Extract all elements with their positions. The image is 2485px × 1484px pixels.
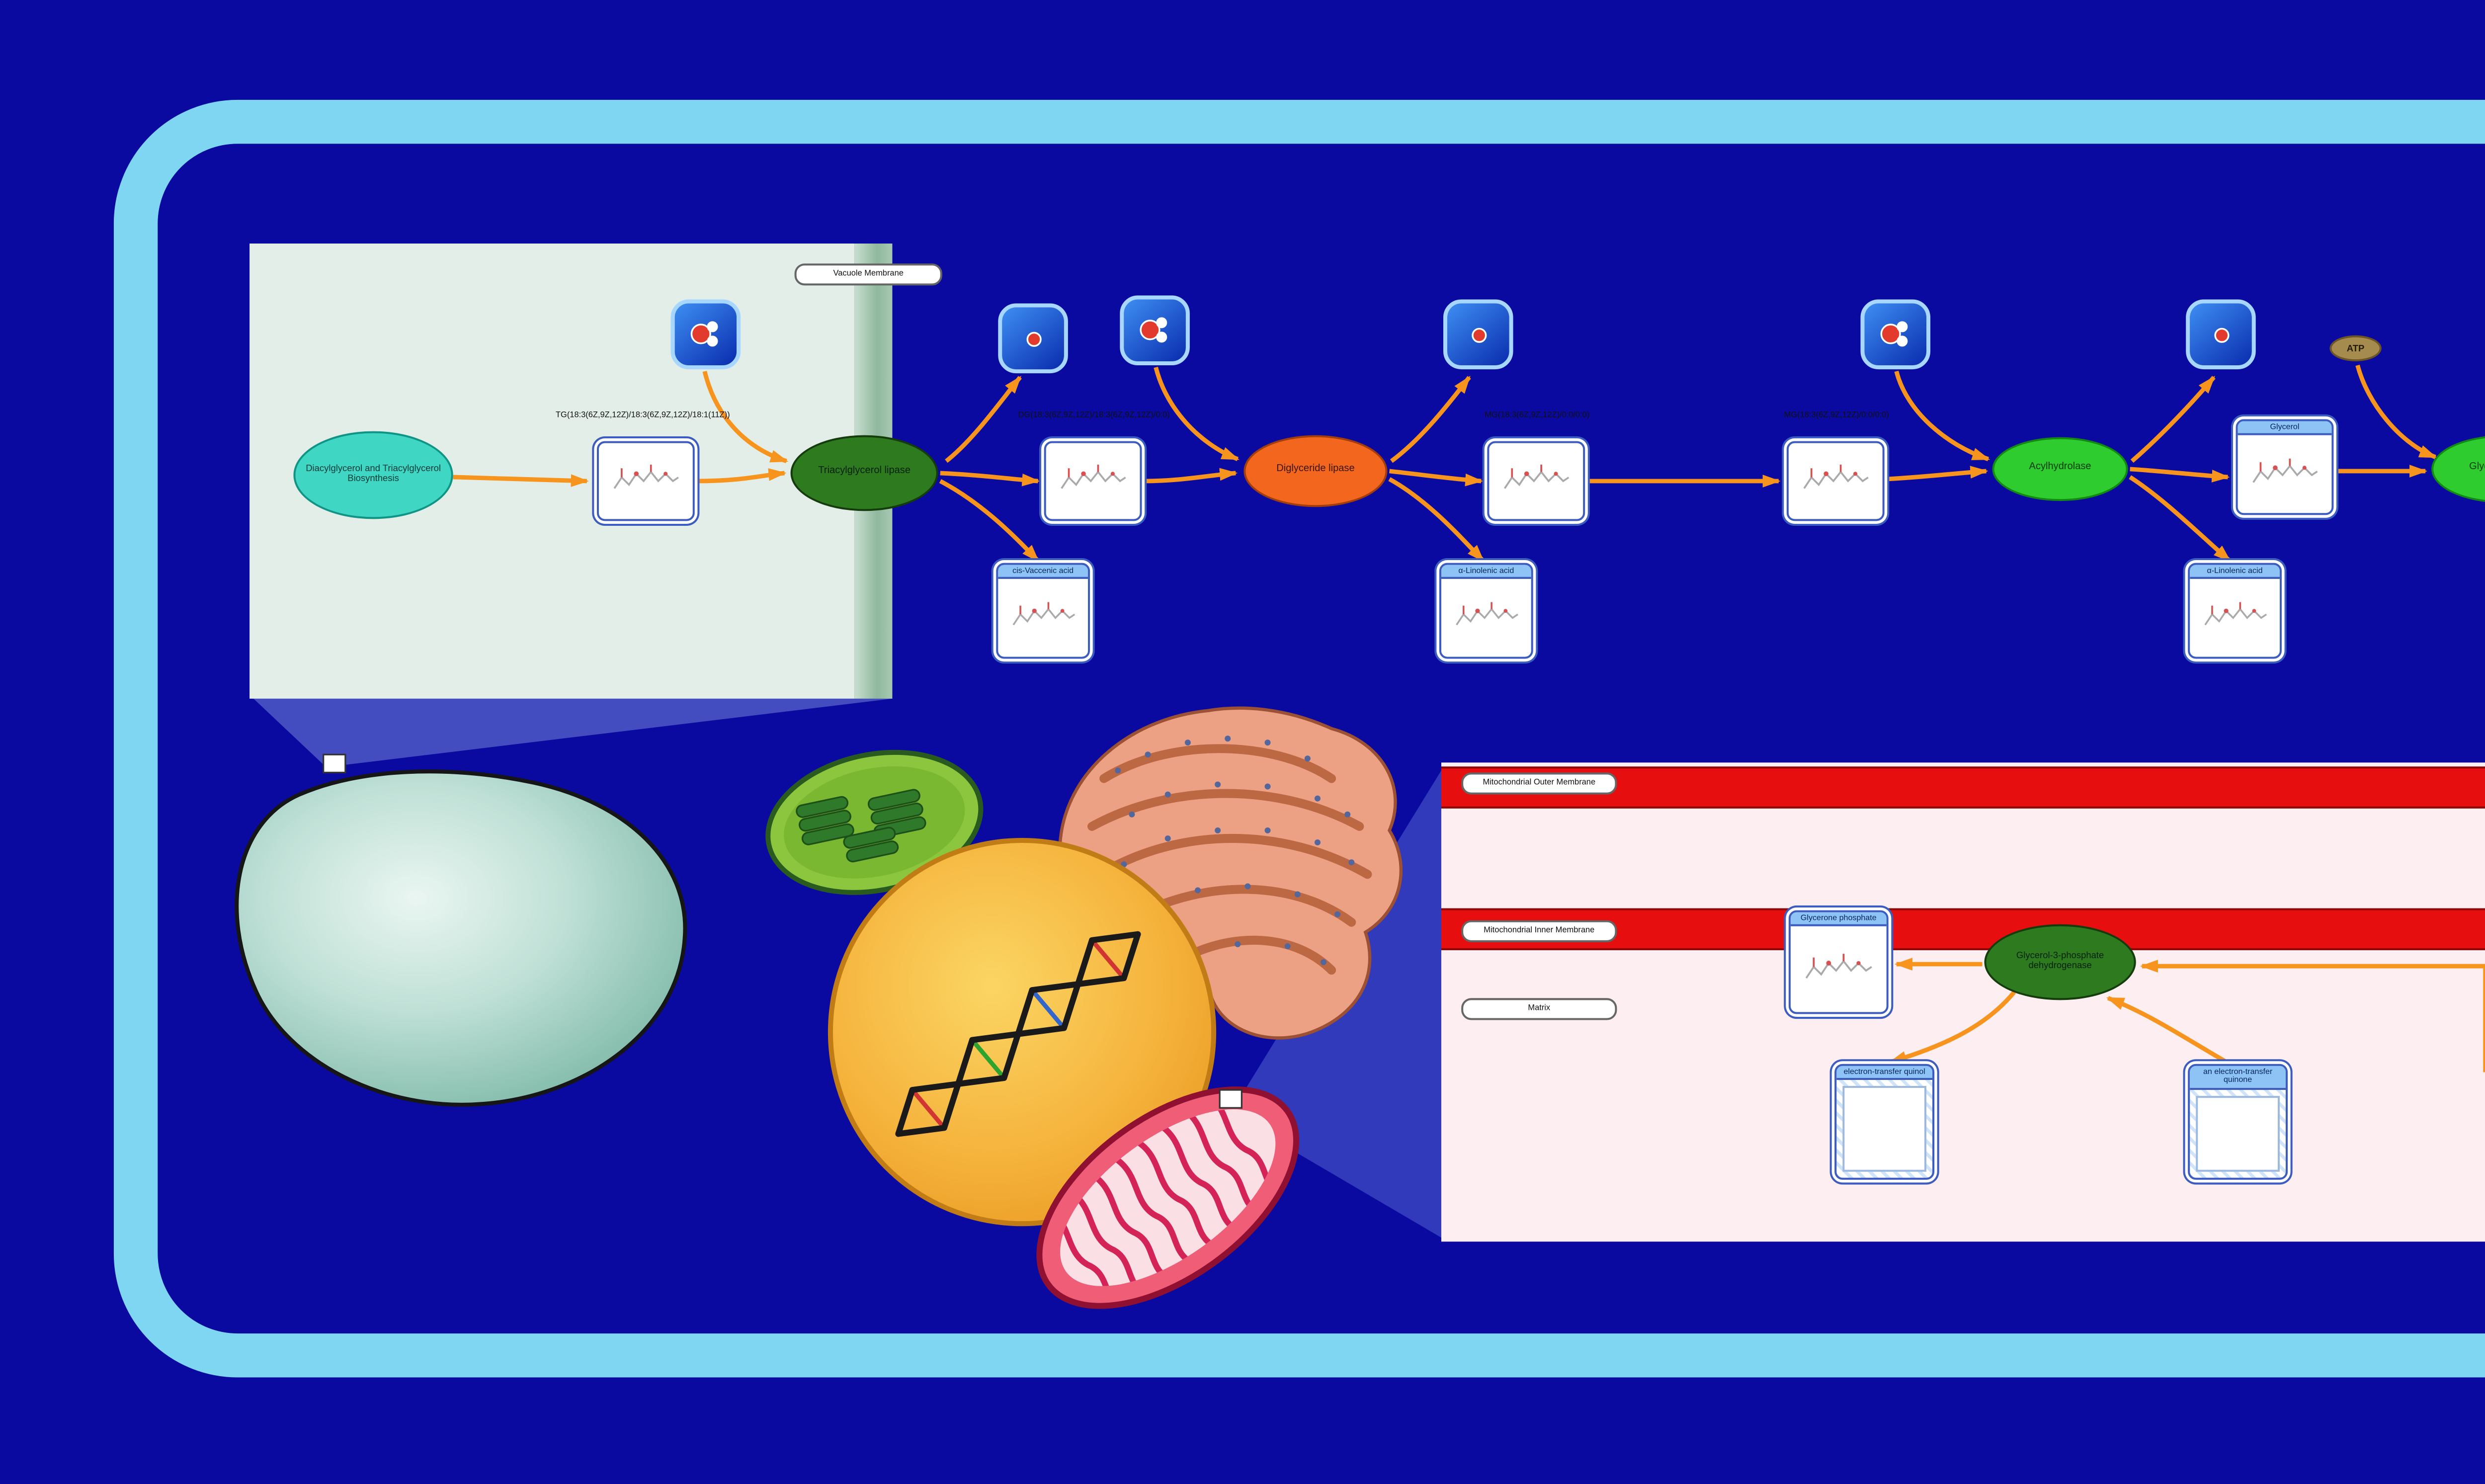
vacuole-membrane-label: Vacuole Membrane <box>794 263 942 286</box>
structure-thumbnail <box>1499 459 1573 503</box>
inner-membrane-band <box>1441 908 2485 950</box>
matrix-label: Matrix <box>1461 998 1617 1020</box>
metabolite-mg-a-label: MG(18:3(6Z,9Z,12Z)/0:0/0:0) <box>1485 409 1590 419</box>
outer-membrane-band <box>1441 766 2485 809</box>
metabolite-mg-a[interactable] <box>1487 441 1585 521</box>
metabolite-mg-b-label: MG(18:3(6Z,9Z,12Z)/0:0/0:0) <box>1784 409 1889 419</box>
metabolite-cis-vaccenic-acid[interactable]: cis-Vaccenic acid <box>996 563 1090 659</box>
linolenic-acid-b-label: α-Linolenic acid <box>2190 565 2280 580</box>
structure-thumbnail <box>609 459 682 503</box>
metabolite-electron-transfer-quinone[interactable]: an electron-transfer quinone <box>2188 1064 2288 1180</box>
metabolite-tg[interactable] <box>596 441 695 521</box>
glycerone-phosphate-label: Glycerone phosphate <box>1790 912 1887 927</box>
structure-thumbnail <box>2248 453 2321 496</box>
metabolite-glycerol[interactable]: Glycerol <box>2236 419 2334 515</box>
water-icon[interactable] <box>670 299 741 370</box>
enzyme-g3p-dehydrogenase[interactable]: Glycerol-3-phosphate dehydrogenase <box>1984 924 2136 1000</box>
proton-icon[interactable] <box>998 303 1068 374</box>
proton-icon[interactable] <box>2186 299 2256 370</box>
mitochondrial-inner-membrane-label: Mitochondrial Inner Membrane <box>1461 920 1617 942</box>
metabolite-dg-label: DG(18:3(6Z,9Z,12Z)/18:3(6Z,9Z,12Z)/0:0) <box>1018 409 1170 419</box>
mitochondrial-outer-membrane-label: Mitochondrial Outer Membrane <box>1461 772 1617 795</box>
metabolite-linolenic-acid-a[interactable]: α-Linolenic acid <box>1439 563 1533 659</box>
pathway-node-biosynthesis[interactable]: Diacylglycerol and Triacylglycerol Biosy… <box>293 431 453 519</box>
cell-boundary <box>113 99 2485 1378</box>
structure-thumbnail <box>1451 597 1521 640</box>
metabolite-glycerol-label: Glycerol <box>2237 421 2332 436</box>
water-icon[interactable] <box>1120 295 1190 366</box>
enzyme-triacylglycerol-lipase[interactable]: Triacylglycerol lipase <box>790 435 938 511</box>
enzyme-diglyceride-lipase[interactable]: Diglyceride lipase <box>1243 435 1388 507</box>
metabolite-glycerone-phosphate[interactable]: Glycerone phosphate <box>1788 910 1889 1014</box>
electron-transfer-quinol-label: electron-transfer quinol <box>1836 1066 1933 1081</box>
linolenic-acid-a-label: α-Linolenic acid <box>1441 565 1531 580</box>
structure-thumbnail <box>1801 947 1876 992</box>
structure-thumbnail <box>1008 597 1078 640</box>
metabolite-electron-transfer-quinol[interactable]: electron-transfer quinol <box>1834 1064 1935 1180</box>
structure-thumbnail <box>2200 597 2270 640</box>
proton-icon[interactable] <box>1443 299 1513 370</box>
cis-vaccenic-acid-label: cis-Vaccenic acid <box>998 565 1088 580</box>
metabolite-linolenic-acid-b[interactable]: α-Linolenic acid <box>2188 563 2282 659</box>
water-icon[interactable] <box>1860 299 1931 370</box>
electron-transfer-quinone-label: an electron-transfer quinone <box>2190 1066 2286 1090</box>
metabolite-tg-label: TG(18:3(6Z,9Z,12Z)/18:3(6Z,9Z,12Z)/18:1(… <box>555 409 730 419</box>
metabolite-mg-b[interactable] <box>1786 441 1885 521</box>
enzyme-acylhydrolase[interactable]: Acylhydrolase <box>1992 437 2128 501</box>
metabolite-dg[interactable] <box>1044 441 1142 521</box>
structure-thumbnail <box>1799 459 1872 503</box>
structure-thumbnail <box>1056 459 1129 503</box>
atp-node[interactable]: ATP <box>2329 335 2382 362</box>
